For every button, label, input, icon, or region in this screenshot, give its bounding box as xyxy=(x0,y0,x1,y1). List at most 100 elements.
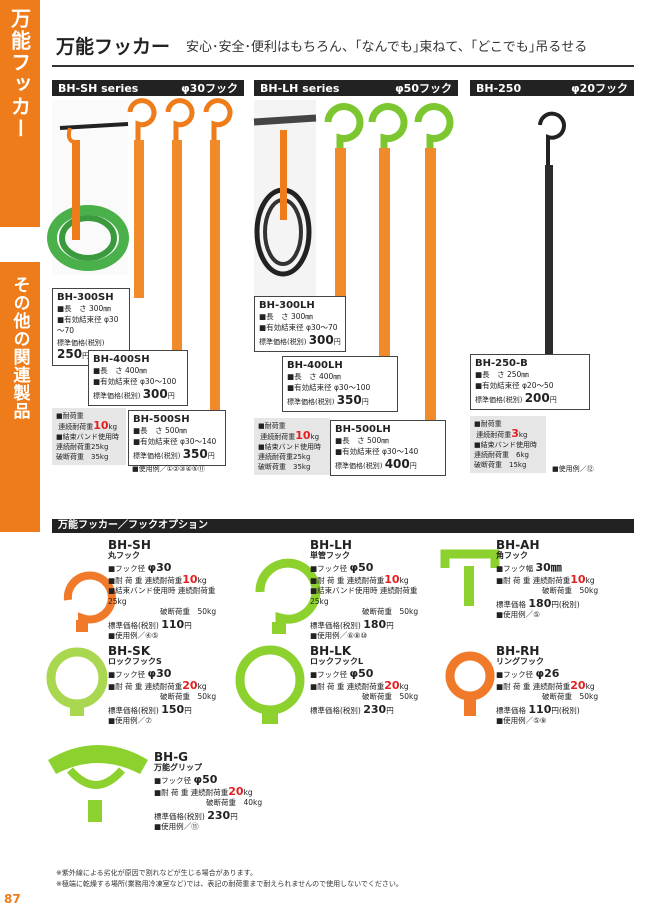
option-lh: BH-LH 単管フック ■フック径 φ50 ■耐 荷 重 連続耐荷重10kg ■… xyxy=(310,538,420,642)
spec-value: 400㎜ xyxy=(124,366,147,375)
price-value: 180 xyxy=(528,596,552,610)
option-rh: BH-RH リングフック ■フック径 φ26 ■耐 荷 重 連続耐荷重20kg … xyxy=(496,645,606,727)
spec-value: 300㎜ xyxy=(88,304,111,313)
price: 標準価格(税別) 300円 xyxy=(259,334,341,348)
option-spec: ■フック径 φ50 xyxy=(310,667,420,681)
option-ah: BH-AH 角フック ■フック幅 30㎜ ■耐 荷 重 連続耐荷重10kg 破断… xyxy=(496,539,606,621)
load-value: 3 xyxy=(511,427,519,440)
series-name: BH-SH series xyxy=(58,81,139,95)
product-name: BH-400SH xyxy=(93,354,150,365)
spec-diameter: ■有効結束径 φ30～70 xyxy=(259,322,341,333)
spec-value: φ30～100 xyxy=(139,377,177,386)
option-price: 標準価格(税別) 230円 xyxy=(154,810,274,823)
spec-length: ■長 さ 400㎜ xyxy=(93,365,183,376)
side-category-bottom: その他の関連製品 xyxy=(0,262,40,532)
load-unit: kg xyxy=(585,575,595,585)
load-line: 破断荷重 15kg xyxy=(474,461,527,469)
spec-value: 500㎜ xyxy=(366,436,389,445)
price-value: 110 xyxy=(161,617,185,631)
load-line: 連続耐荷重25kg xyxy=(258,453,311,461)
spec-label: ■有効結束径 xyxy=(57,315,102,324)
opt-rh-hook xyxy=(445,651,495,716)
option-code: BH-LK xyxy=(310,644,352,658)
option-sh: BH-SH 丸フック ■フック径 φ30 ■耐 荷 重 連続耐荷重10kg ■結… xyxy=(108,538,218,642)
product-card-b250: BH-250-B ■長 さ 250㎜ ■有効結束径 φ20～50 標準価格(税別… xyxy=(470,354,590,410)
option-band: ■結束バンド使用時 連続耐荷重25kg xyxy=(310,586,420,607)
option-spec: ■フック径 φ50 xyxy=(310,562,420,575)
price-unit: 円 xyxy=(361,398,369,406)
price-unit: 円(税別) xyxy=(551,599,580,609)
option-usage: ■使用例／⑤ xyxy=(496,610,540,619)
spec-value: φ20～50 xyxy=(521,381,554,390)
load-box-lh: ■耐荷重 連続耐荷重10kg ■結束バンド使用時 連続耐荷重25kg 破断荷重 … xyxy=(254,418,330,475)
spec-value: φ50 xyxy=(349,667,374,680)
spec-value: φ30～70 xyxy=(305,323,338,332)
load-value: 20 xyxy=(182,678,198,692)
price-unit: 円(税別) xyxy=(551,705,580,715)
load-heading: ■結束バンド使用時 xyxy=(474,441,537,449)
spec-value: 400㎜ xyxy=(318,372,341,381)
price-value: 300 xyxy=(142,387,168,401)
spec-label: ■耐 荷 重 xyxy=(310,575,345,585)
spec-value: 250㎜ xyxy=(506,370,529,379)
option-code: BH-SH xyxy=(108,538,151,552)
load-value: 20 xyxy=(228,784,244,798)
option-price: 標準価格(税別) 150円 xyxy=(108,702,218,717)
spec-label: ■フック径 xyxy=(310,564,348,573)
price-unit: 円 xyxy=(333,338,341,346)
spec-value: 連続耐荷重25kg xyxy=(108,586,216,606)
load-line: 破断荷重 35kg xyxy=(56,453,109,461)
option-usage: ■使用例／⑦ xyxy=(108,716,152,725)
side-bottom-label: その他の関連製品 xyxy=(9,276,30,420)
spec-label: ■フック径 xyxy=(496,670,534,679)
load-value: 10 xyxy=(93,419,109,432)
price-label: 標準価格(税別) xyxy=(108,705,159,715)
price-unit: 円 xyxy=(230,811,238,821)
price-unit: 円 xyxy=(409,462,417,470)
option-sk: BH-SK ロックフックS ■フック径 φ30 ■耐 荷 重 連続耐荷重20kg… xyxy=(108,645,218,727)
load-value: 10 xyxy=(295,429,311,442)
spec-label: ■フック径 xyxy=(154,776,192,785)
load-heading: ■耐荷重 xyxy=(474,420,502,428)
spec-length: ■長 さ 500㎜ xyxy=(335,435,441,446)
spec-label: ■長 さ xyxy=(287,372,317,381)
spec-label: ■フック径 xyxy=(108,670,146,679)
load-line: 連続耐荷重10kg xyxy=(258,429,326,442)
option-load: ■耐 荷 重 連続耐荷重20kg xyxy=(108,678,218,693)
spec-value: 連続耐荷重25kg xyxy=(310,586,418,606)
price: 標準価格(税別) 250円 xyxy=(57,338,125,362)
option-break: 破断荷重 50kg xyxy=(542,586,599,595)
product-card-lh500: BH-500LH ■長 さ 500㎜ ■有効結束径 φ30～140 標準価格(税… xyxy=(330,420,446,476)
series-name: BH-250 xyxy=(476,81,522,95)
spec-label: ■長 さ xyxy=(93,366,123,375)
load-unit: kg xyxy=(399,575,409,585)
option-usage: ■使用例／⑤⑨ xyxy=(496,716,547,725)
spec-diameter: ■有効結束径 φ30～100 xyxy=(287,382,393,393)
option-subtitle: 万能グリップ xyxy=(154,762,202,772)
spec-diameter: ■有効結束径 φ30～140 xyxy=(335,446,441,457)
price-value: 150 xyxy=(161,702,185,716)
spec-length: ■長 さ 500㎜ xyxy=(133,425,221,436)
option-code: BH-LH xyxy=(310,538,352,552)
price-unit: 円 xyxy=(549,396,557,404)
b250-strap xyxy=(538,111,566,365)
option-break: 破断荷重 50kg xyxy=(362,692,419,701)
series-hook: φ20フック xyxy=(571,82,628,95)
option-spec: ■フック径 φ50 xyxy=(154,774,274,787)
series-bar-lh: BH-LH series φ50フック xyxy=(254,80,458,96)
spec-value: 300㎜ xyxy=(290,312,313,321)
sh-usage-photo xyxy=(47,100,129,275)
opt-sh-hook xyxy=(63,571,116,632)
price-value: 400 xyxy=(384,457,410,471)
product-card-sh400: BH-400SH ■長 さ 400㎜ ■有効結束径 φ30～100 標準価格(税… xyxy=(88,350,188,406)
spec-value: φ30 xyxy=(147,561,172,574)
price: 標準価格(税別) 350円 xyxy=(287,394,393,408)
load-line: 連続耐荷重 6kg xyxy=(474,451,529,459)
spec-length: ■長 さ 250㎜ xyxy=(475,369,585,380)
spec-label: 連続耐荷重 xyxy=(532,681,571,691)
price-unit: 円 xyxy=(207,452,215,460)
lh-usage-photo xyxy=(253,100,317,300)
spec-diameter: ■有効結束径 φ20～50 xyxy=(475,380,585,391)
spec-diameter: ■有効結束径 φ30～140 xyxy=(133,436,221,447)
